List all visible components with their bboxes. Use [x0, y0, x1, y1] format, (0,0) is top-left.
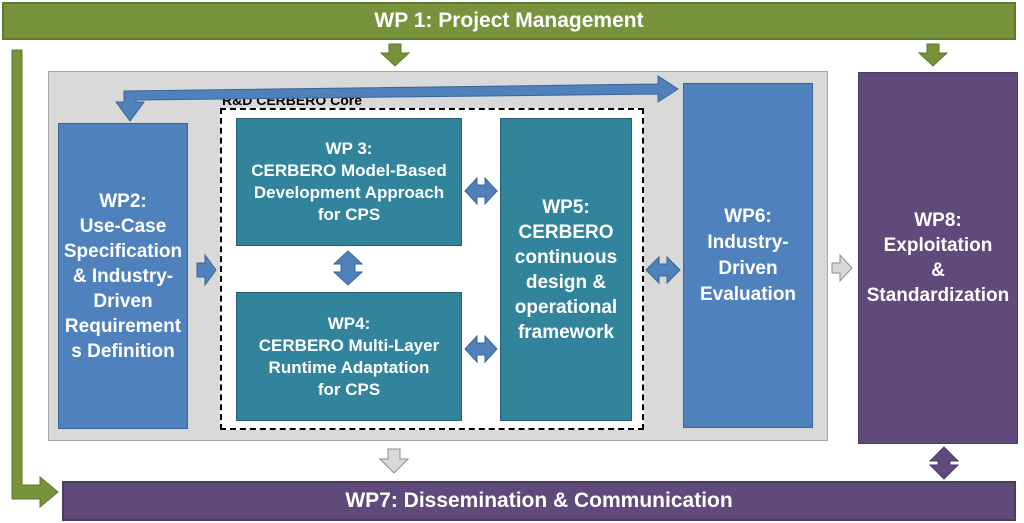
wp3-box: WP 3: CERBERO Model-Based Development Ap…	[236, 118, 462, 246]
wp2-box: WP2: Use-Case Specification & Industry- …	[58, 123, 188, 429]
wp8-box: WP8: Exploitation & Standardization	[858, 72, 1018, 444]
rd-core-label: R&D CERBERO Core	[222, 92, 363, 108]
wp4-label: WP4: CERBERO Multi-Layer Runtime Adaptat…	[258, 313, 440, 399]
wp5-box: WP5: CERBERO continuous design & operati…	[500, 118, 632, 421]
wp4-box: WP4: CERBERO Multi-Layer Runtime Adaptat…	[236, 292, 462, 421]
wp7-label: WP7: Dissemination & Communication	[345, 489, 733, 512]
wp8-wp7-arrow	[928, 446, 960, 480]
wp3-label: WP 3: CERBERO Model-Based Development Ap…	[251, 139, 447, 224]
core-to-wp7-arrow	[378, 448, 410, 474]
wp1-project-management: WP 1: Project Management	[2, 2, 1016, 40]
wp1-down-arrow-wp8	[917, 43, 949, 67]
wp2-label: WP2: Use-Case Specification & Industry- …	[63, 190, 183, 362]
wp6-to-wp8-arrow	[831, 253, 853, 283]
wp1-label: WP 1: Project Management	[374, 9, 644, 32]
wp7-dissemination: WP7: Dissemination & Communication	[62, 481, 1016, 521]
wp5-label: WP5: CERBERO continuous design & operati…	[514, 196, 618, 343]
wp6-box: WP6: Industry- Driven Evaluation	[683, 83, 813, 428]
wp1-down-arrow-core	[379, 43, 411, 67]
wp6-label: WP6: Industry- Driven Evaluation	[699, 205, 797, 305]
wp8-label: WP8: Exploitation & Standardization	[866, 210, 1010, 306]
